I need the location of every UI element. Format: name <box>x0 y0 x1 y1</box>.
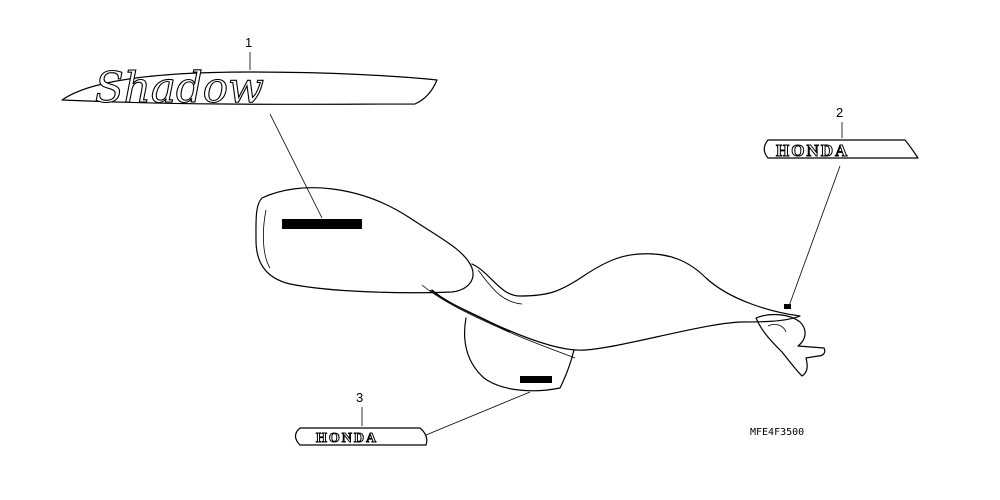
seat <box>431 253 801 351</box>
honda-emblem-lower-text: HONDA <box>316 431 378 446</box>
honda-emblem-upper-text: HONDA <box>776 141 849 160</box>
shadow-emblem-text: Shadow <box>95 63 264 112</box>
motorcycle-outline <box>255 187 826 392</box>
shadow-emblem: Shadow <box>61 62 438 113</box>
side-cover <box>463 317 575 392</box>
diagram-code: MFE4F3500 <box>750 427 804 438</box>
callout-arrow-2 <box>788 165 841 307</box>
callout-number-3: 3 <box>356 390 363 405</box>
fender-decal <box>784 304 791 309</box>
callout-number-2: 2 <box>836 105 843 120</box>
callout-arrow-1 <box>269 113 323 219</box>
honda-emblem-upper: HONDA <box>763 139 919 161</box>
honda-emblem-lower: HONDA <box>294 427 428 447</box>
tank-decal <box>282 219 362 229</box>
callout-arrow-3 <box>425 391 531 436</box>
rear-fender <box>755 313 826 377</box>
callout-number-1: 1 <box>245 35 252 50</box>
fuel-tank <box>255 187 474 294</box>
side-cover-decal <box>520 376 552 383</box>
